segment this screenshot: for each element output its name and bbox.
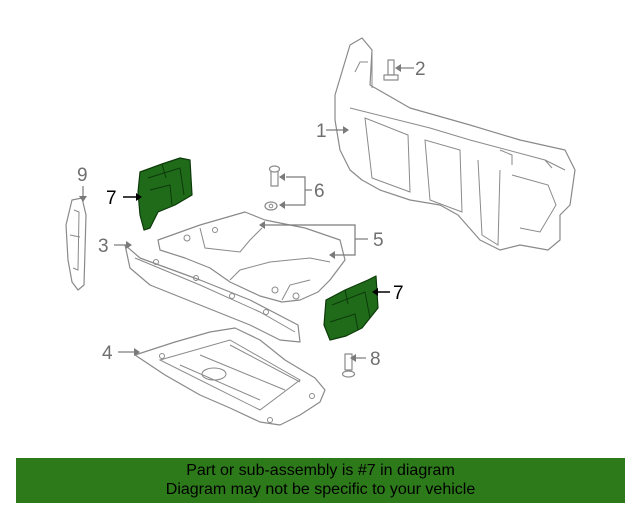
banner-line-2: Diagram may not be specific to your vehi… — [165, 481, 476, 498]
callout-3: 3 — [98, 236, 109, 257]
banner-line-1: Part or sub-assembly is #7 in diagram — [186, 462, 455, 479]
callout-7-left: 7 — [106, 188, 117, 209]
callout-4: 4 — [102, 343, 113, 364]
callout-1: 1 — [316, 121, 327, 142]
bolt-part-6 — [264, 165, 281, 211]
bolt-part-2 — [383, 59, 399, 81]
callout-leaders — [79, 64, 414, 362]
deflector-part-7-left — [137, 157, 193, 231]
parts-diagram: 1 2 3 4 5 6 7 7 8 9 — [65, 37, 576, 426]
callout-6: 6 — [314, 181, 325, 202]
radiator-support-part-1 — [334, 37, 576, 251]
callout-9: 9 — [77, 165, 88, 186]
under-cover-part-4 — [134, 327, 326, 426]
under-cover-part-5 — [157, 211, 346, 303]
callout-2: 2 — [415, 59, 426, 80]
bumper-trim-part-3 — [124, 244, 301, 343]
bracket-part-9 — [65, 197, 87, 291]
callout-5: 5 — [373, 230, 384, 251]
callout-7-right: 7 — [393, 283, 404, 304]
info-banner: Part or sub-assembly is #7 in diagram Di… — [16, 458, 625, 503]
deflector-part-7-right — [323, 275, 379, 341]
callout-8: 8 — [370, 349, 381, 370]
